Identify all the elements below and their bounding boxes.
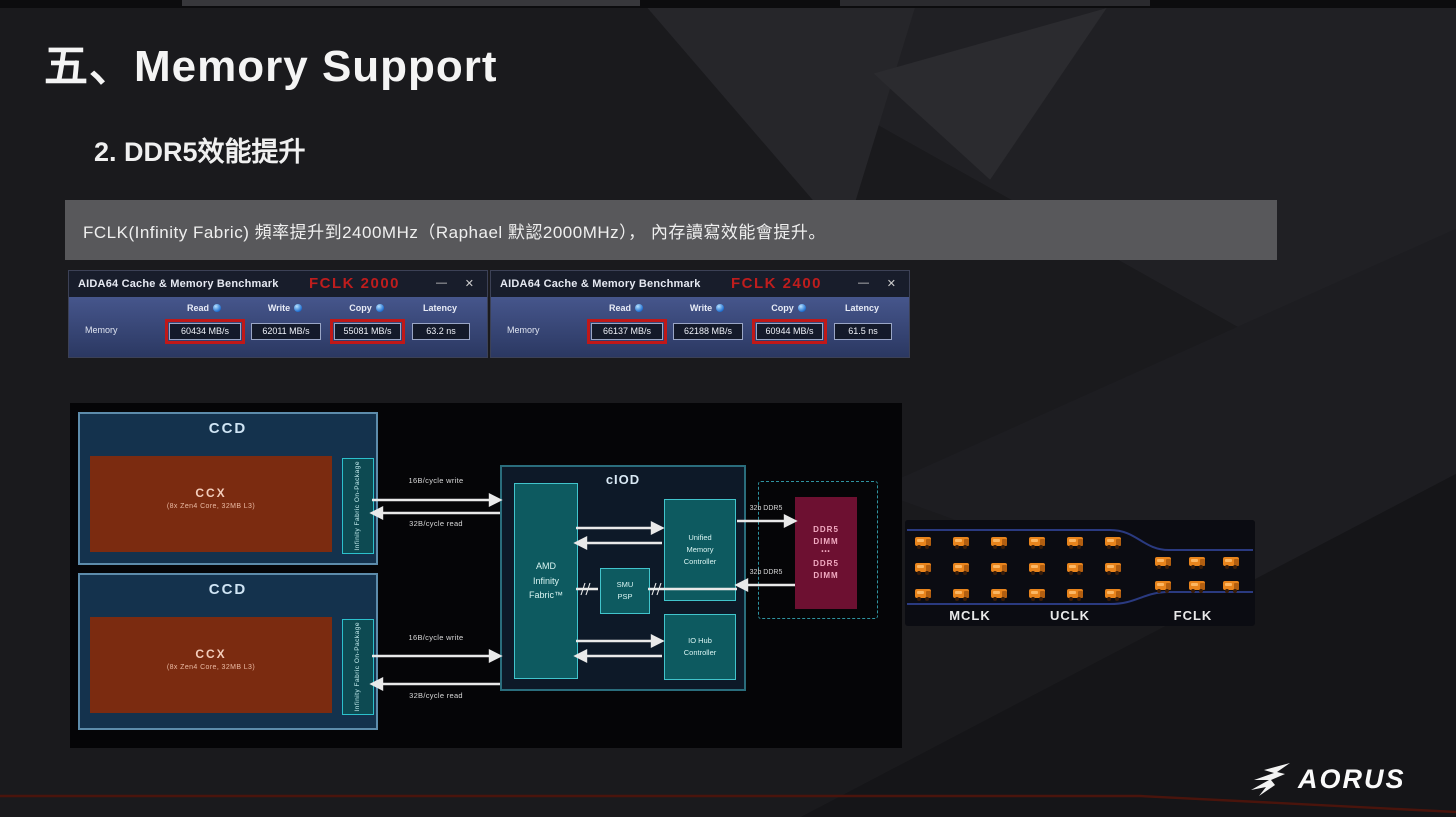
- window-title: AIDA64 Cache & Memory Benchmark: [78, 278, 279, 290]
- column-header-latency: Latency: [844, 303, 879, 313]
- note-bar: FCLK(Infinity Fabric) 頻率提升到2400MHz（Rapha…: [65, 200, 1277, 260]
- info-dot-icon: [797, 304, 806, 312]
- latency-value: 63.2 ns: [412, 323, 470, 340]
- aida64-window-fclk2000: AIDA64 Cache & Memory Benchmark FCLK 200…: [68, 270, 488, 358]
- ddr5-dimm-block: DDR5 DIMM ••• DDR5 DIMM: [795, 497, 857, 609]
- clock-lanes-panel: MCLK UCLK FCLK: [905, 520, 1255, 626]
- column-header-latency: Latency: [422, 303, 457, 313]
- info-dot-icon: [294, 304, 303, 312]
- logo-text: AORUS: [1298, 763, 1406, 794]
- top-edge-highlight: [840, 0, 1150, 6]
- ccd-title: CCD: [208, 420, 248, 437]
- soc-block-diagram: CCD CCX (8x Zen4 Core, 32MB L3) Infinity…: [70, 403, 902, 748]
- read-value: 66137 MB/s: [587, 319, 667, 344]
- ccx-block: CCX (8x Zen4 Core, 32MB L3): [90, 456, 332, 552]
- link-label-write: 16B/cycle write: [408, 633, 464, 642]
- slide-subtitle: 2. DDR5效能提升: [94, 137, 306, 167]
- aorus-falcon-icon: [1251, 763, 1290, 796]
- column-header-copy: Copy: [334, 303, 399, 313]
- column-header-read: Read: [591, 303, 661, 313]
- window-titlebar: AIDA64 Cache & Memory Benchmark FCLK 200…: [69, 271, 487, 298]
- link-label-read: 32B/cycle read: [409, 691, 463, 700]
- memory-link-label-top: 32b DDR5: [749, 505, 783, 512]
- ciod-title: cIOD: [605, 472, 641, 487]
- label-mclk: MCLK: [949, 608, 991, 623]
- ccx-subtitle: (8x Zen4 Core, 32MB L3): [166, 503, 256, 510]
- smu-psp-block: SMU PSP: [600, 568, 650, 614]
- ifop-strip: Infinity Fabric On-Package: [342, 619, 374, 715]
- write-value: 62011 MB/s: [251, 323, 321, 340]
- io-hub-controller-block: IO Hub Controller: [664, 614, 736, 680]
- benchmark-body: Read Write Copy Latency Memory 66137 MB/…: [491, 297, 909, 357]
- unified-memory-controller-block: Unified Memory Controller: [664, 499, 736, 601]
- info-dot-icon: [213, 304, 221, 312]
- clock-crossing-marks: [580, 582, 662, 596]
- close-icon[interactable]: ✕: [464, 278, 474, 290]
- clock-lanes-svg: [905, 520, 1255, 608]
- ccx-title: CCX: [195, 486, 227, 500]
- read-value: 60434 MB/s: [165, 319, 245, 344]
- top-edge-strip: [0, 0, 1456, 8]
- info-dot-icon: [635, 304, 643, 312]
- memory-link-label-bottom: 32b DDR5: [749, 569, 783, 576]
- aorus-logo: AORUS: [1248, 760, 1406, 798]
- aida64-window-fclk2400: AIDA64 Cache & Memory Benchmark FCLK 240…: [490, 270, 910, 358]
- minimize-icon[interactable]: —: [858, 277, 869, 289]
- ifop-strip: Infinity Fabric On-Package: [342, 458, 374, 554]
- row-label: Memory: [85, 325, 118, 335]
- ciod-block: cIOD AMD Infinity Fabric™ SMU PSP Unifie…: [500, 465, 746, 691]
- dram-boundary: [758, 481, 878, 619]
- note-text: FCLK(Infinity Fabric) 頻率提升到2400MHz（Rapha…: [83, 222, 826, 242]
- minimize-icon[interactable]: —: [436, 277, 447, 289]
- link-label-read: 32B/cycle read: [409, 519, 463, 528]
- window-titlebar: AIDA64 Cache & Memory Benchmark FCLK 240…: [491, 271, 909, 298]
- column-header-write: Write: [673, 303, 741, 313]
- window-title: AIDA64 Cache & Memory Benchmark: [500, 278, 701, 290]
- page-title: 五、Memory Support: [44, 42, 498, 91]
- info-dot-icon: [375, 304, 384, 312]
- label-uclk: UCLK: [1049, 608, 1091, 623]
- latency-value: 61.5 ns: [834, 323, 892, 340]
- footer-accent-line: [0, 794, 1456, 814]
- connector-lines: [369, 493, 798, 691]
- link-label-write: 16B/cycle write: [408, 476, 464, 485]
- column-header-read: Read: [169, 303, 239, 313]
- fclk-tag: FCLK 2000: [309, 275, 401, 292]
- copy-value: 60944 MB/s: [752, 319, 827, 344]
- ccd-title: CCD: [208, 581, 248, 598]
- top-edge-highlight: [182, 0, 640, 6]
- ccd-block-2: CCD CCX (8x Zen4 Core, 32MB L3) Infinity…: [78, 573, 378, 730]
- column-header-copy: Copy: [756, 303, 821, 313]
- ccx-title: CCX: [195, 647, 227, 661]
- copy-value: 55081 MB/s: [330, 319, 405, 344]
- benchmark-body: Read Write Copy Latency Memory 60434 MB/…: [69, 297, 487, 357]
- column-header-write: Write: [251, 303, 319, 313]
- write-value: 62188 MB/s: [673, 323, 743, 340]
- label-fclk: FCLK: [1173, 608, 1213, 623]
- ccx-block: CCX (8x Zen4 Core, 32MB L3): [90, 617, 332, 713]
- ccd-block-1: CCD CCX (8x Zen4 Core, 32MB L3) Infinity…: [78, 412, 378, 565]
- infinity-fabric-block: AMD Infinity Fabric™: [514, 483, 578, 679]
- close-icon[interactable]: ✕: [886, 278, 896, 290]
- info-dot-icon: [716, 304, 725, 312]
- ccx-subtitle: (8x Zen4 Core, 32MB L3): [166, 664, 256, 671]
- row-label: Memory: [507, 325, 540, 335]
- fclk-tag: FCLK 2400: [731, 275, 823, 292]
